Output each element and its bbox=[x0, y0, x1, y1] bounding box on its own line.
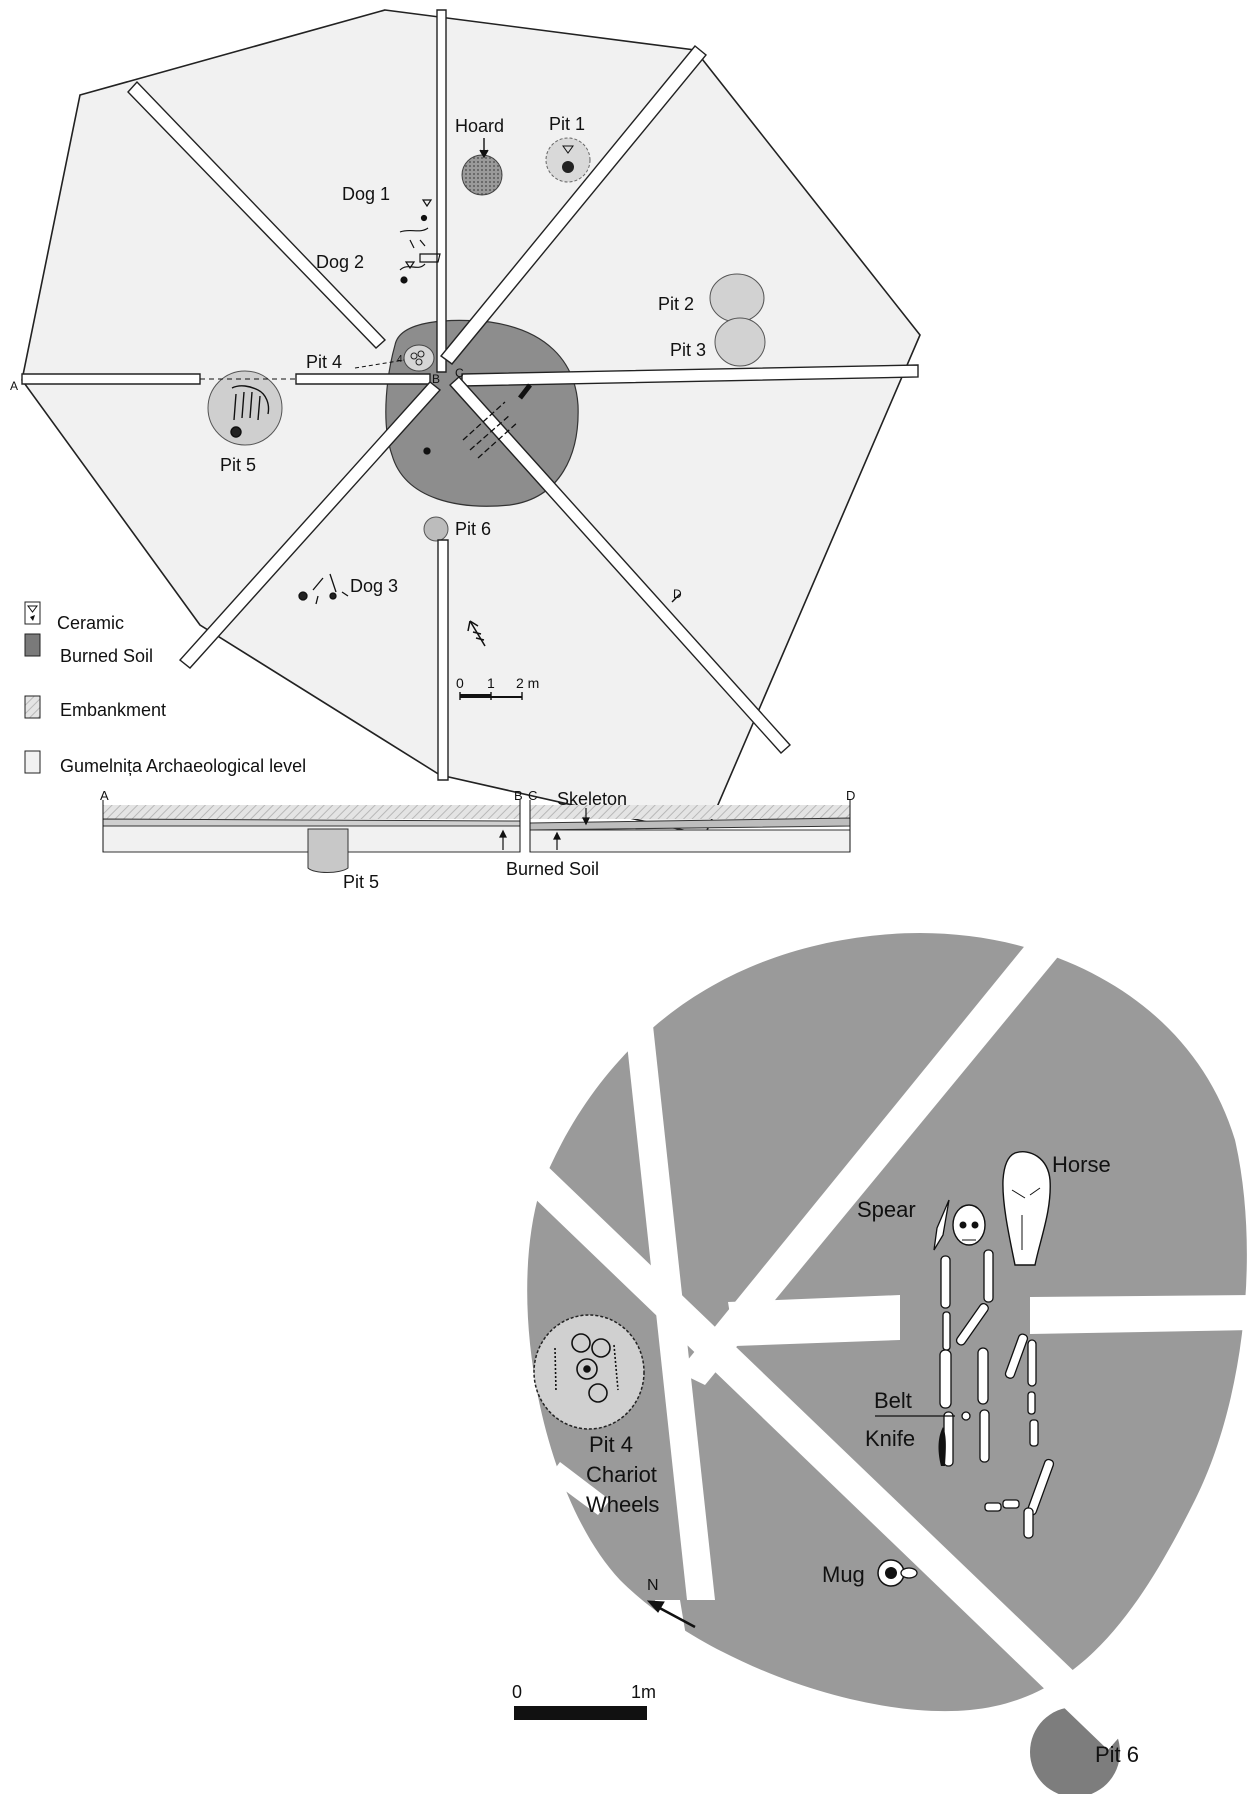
label-point-d: D bbox=[673, 587, 682, 601]
label-belt: Belt bbox=[874, 1388, 912, 1413]
site-plan: 0 1 2 m Hoard Pit 1 Dog 1 Dog 2 Pit 2 Pi… bbox=[10, 9, 921, 836]
plan-scale-zero: 0 bbox=[456, 675, 464, 691]
label-pit6: Pit 6 bbox=[455, 519, 491, 539]
pit1-embankment bbox=[545, 137, 591, 183]
legend-burned-soil: Burned Soil bbox=[24, 633, 153, 666]
label-pit5: Pit 5 bbox=[220, 455, 256, 475]
level-swatch bbox=[24, 750, 41, 774]
label-pit3: Pit 3 bbox=[670, 340, 706, 360]
detail-plan: Horse Spear Belt Knife Pit 4 Chariot Whe… bbox=[500, 905, 1253, 1794]
section-label-c: C bbox=[528, 788, 537, 803]
pit5-area bbox=[207, 370, 283, 446]
label-point-b: B bbox=[432, 372, 440, 386]
legend-label-burned-soil: Burned Soil bbox=[60, 646, 153, 666]
label-pit4-detail: Pit 4 bbox=[589, 1432, 633, 1457]
central-skeleton-sketch bbox=[423, 383, 532, 459]
label-chariot: Chariot bbox=[586, 1462, 657, 1487]
section-label-d: D bbox=[846, 788, 855, 803]
label-horse: Horse bbox=[1052, 1152, 1111, 1177]
label-mug: Mug bbox=[822, 1562, 865, 1587]
dog2-sketch bbox=[399, 253, 441, 284]
wheel-3 bbox=[576, 1358, 598, 1380]
pit3-area bbox=[714, 317, 766, 367]
label-pit1: Pit 1 bbox=[549, 114, 585, 134]
plan-scale-one: 1 bbox=[487, 675, 495, 691]
label-dog1: Dog 1 bbox=[342, 184, 390, 204]
embankment-swatch bbox=[24, 695, 41, 719]
label-point-c: C bbox=[455, 366, 464, 380]
label-north: N bbox=[647, 1577, 659, 1594]
section-label-b: B bbox=[514, 788, 523, 803]
label-scale-zero: 0 bbox=[512, 1682, 522, 1702]
wheel-2 bbox=[591, 1338, 611, 1358]
mug-icon bbox=[877, 1559, 918, 1587]
pit4-area bbox=[403, 344, 435, 372]
label-knife: Knife bbox=[865, 1426, 915, 1451]
label-hoard: Hoard bbox=[455, 116, 504, 136]
legend-embankment: Embankment bbox=[24, 695, 166, 720]
legend-ceramic: Ceramic bbox=[24, 601, 124, 633]
section-profile: A B C D Skeleton Burned Soil Pit 5 bbox=[100, 788, 855, 892]
pit1-ceramic bbox=[562, 145, 574, 173]
human-skull-icon bbox=[952, 1204, 986, 1246]
pit4-wheels-mini bbox=[410, 350, 425, 366]
plan-labels: Hoard Pit 1 Dog 1 Dog 2 Pit 2 Pit 3 Pit … bbox=[10, 114, 706, 601]
horse-skull-icon bbox=[1002, 1151, 1051, 1266]
label-pit4: Pit 4 bbox=[306, 352, 342, 372]
detail-labels: Horse Spear Belt Knife Pit 4 Chariot Whe… bbox=[512, 1152, 1139, 1767]
plan-north-arrow-icon bbox=[467, 620, 486, 647]
wheel-1 bbox=[571, 1333, 591, 1353]
plan-scale-bar: 0 1 2 m bbox=[456, 675, 539, 700]
chariot-wheels bbox=[554, 1333, 619, 1403]
section-label-pit5: Pit 5 bbox=[343, 872, 379, 892]
plan-scale-two: 2 m bbox=[516, 675, 539, 691]
section-label-skeleton: Skeleton bbox=[557, 789, 627, 809]
spear-icon bbox=[933, 1199, 950, 1251]
dog3-sketch bbox=[298, 573, 349, 605]
hoard-pointer bbox=[479, 138, 489, 159]
hoard-area bbox=[461, 154, 503, 196]
label-wheels: Wheels bbox=[586, 1492, 659, 1517]
label-pit2: Pit 2 bbox=[658, 294, 694, 314]
label-point-a: A bbox=[10, 379, 18, 393]
knife-icon bbox=[938, 1427, 946, 1466]
legend-label-embankment: Embankment bbox=[60, 700, 166, 720]
section-d-tick bbox=[671, 593, 681, 603]
detail-scale-bar bbox=[514, 1706, 647, 1720]
legend: Ceramic Burned Soil Embankment Gumelnița… bbox=[24, 601, 306, 776]
ceramic-icon bbox=[27, 605, 38, 613]
label-dog3: Dog 3 bbox=[350, 576, 398, 596]
wheel-4 bbox=[588, 1383, 608, 1403]
pit6-area bbox=[423, 516, 449, 542]
pit5-skeleton-sketch bbox=[230, 385, 270, 438]
pit2-area bbox=[709, 273, 765, 323]
label-pit6-detail: Pit 6 bbox=[1095, 1742, 1139, 1767]
trench-baulks bbox=[21, 9, 919, 781]
label-spear: Spear bbox=[857, 1197, 916, 1222]
detail-north-arrow-icon bbox=[646, 1600, 696, 1629]
legend-label-ceramic: Ceramic bbox=[57, 613, 124, 633]
label-dog2: Dog 2 bbox=[316, 252, 364, 272]
label-scale-one: 1m bbox=[631, 1682, 656, 1702]
pit4-leader bbox=[354, 359, 405, 369]
label-pit4-number: 4 bbox=[397, 354, 403, 365]
skeleton-bones bbox=[939, 1249, 1055, 1539]
dog1-sketch bbox=[399, 199, 433, 249]
legend-level: Gumelnița Archaeological level bbox=[24, 750, 306, 776]
section-label-burned-soil: Burned Soil bbox=[506, 859, 599, 879]
legend-label-level: Gumelnița Archaeological level bbox=[60, 756, 306, 776]
detail-trenches bbox=[500, 905, 1253, 1750]
section-label-a: A bbox=[100, 788, 109, 803]
burned-soil-swatch bbox=[24, 633, 41, 657]
section-pit5 bbox=[307, 828, 349, 873]
